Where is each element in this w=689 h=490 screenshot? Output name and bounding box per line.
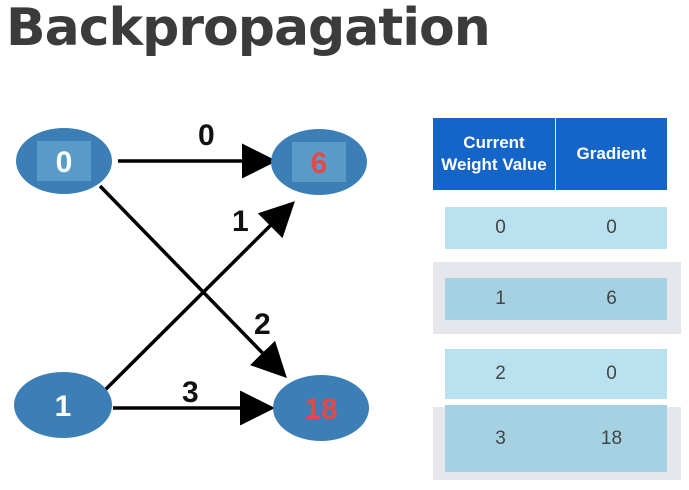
header-current-weight: Current Weight Value — [433, 118, 556, 190]
edge-bottom-up — [100, 201, 295, 395]
header-gradient-label: Gradient — [576, 144, 647, 163]
table-header: Current Weight Value Gradient — [433, 118, 667, 190]
gradient-cell: 6 — [606, 288, 617, 309]
table-row: 2 0 — [445, 349, 667, 399]
gradient-cell: 0 — [606, 363, 617, 384]
weight-cell: 3 — [495, 427, 506, 449]
node-top-left: 0 — [16, 128, 112, 194]
node-label-bottom-left: 1 — [55, 390, 72, 423]
edge-label-top-down: 2 — [254, 308, 271, 341]
weight-cell: 0 — [495, 217, 506, 238]
node-label-top-right: 6 — [311, 147, 328, 180]
header-current-weight-label: Current Weight Value — [441, 133, 547, 174]
node-bottom-left: 1 — [14, 372, 112, 438]
edge-label-top: 0 — [198, 119, 215, 152]
slide-title: Backpropagation — [6, 0, 491, 58]
edge-top-down — [98, 184, 287, 379]
weight-cell: 2 — [495, 363, 506, 384]
edge-label-bottom: 3 — [182, 376, 199, 409]
gradient-cell: 0 — [606, 217, 617, 238]
header-gradient: Gradient — [556, 118, 667, 190]
node-label-bottom-right: 18 — [304, 393, 337, 426]
edge-label-bottom-up: 1 — [232, 205, 249, 238]
table-row: 1 6 — [445, 278, 667, 320]
node-label-top-left: 0 — [56, 146, 73, 179]
weight-cell: 1 — [495, 288, 506, 309]
gradient-cell: 18 — [600, 427, 623, 449]
node-top-right: 6 — [271, 129, 367, 195]
table-row: 3 18 — [445, 405, 667, 472]
node-bottom-right: 18 — [273, 375, 369, 441]
table-row: 0 0 — [445, 207, 667, 249]
